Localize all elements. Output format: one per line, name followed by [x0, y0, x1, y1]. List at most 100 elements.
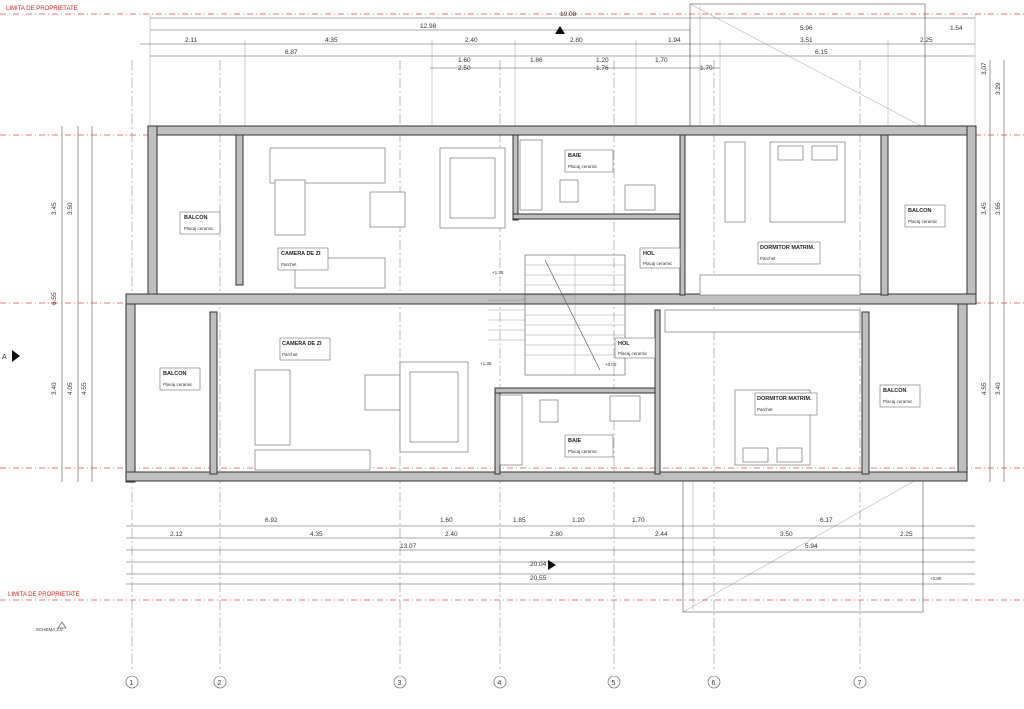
room-label-living-bottom: CAMERA DE ZI: [282, 341, 322, 347]
dim-top-5: 1.94: [668, 37, 681, 44]
property-limit-label-bottom: LIMITA DE PROPRIETATE: [8, 592, 80, 598]
furniture-living-bottom: [254, 361, 469, 471]
section-label: A: [2, 354, 7, 361]
dim-right-1: 3.07: [981, 62, 988, 75]
svg-text:Placaj ceramic: Placaj ceramic: [184, 226, 214, 231]
room-label-balcon-bottom-right: BALCON: [883, 388, 907, 394]
axis-label-4: 4: [498, 680, 502, 687]
dim-top-2: 4.35: [325, 37, 338, 44]
dim-top-total: 19.08: [560, 11, 577, 18]
dim-top-8: 1.54: [950, 25, 963, 32]
dim-left-6: 4.55: [81, 382, 88, 395]
dim-top2-2: 1.60: [458, 57, 471, 64]
svg-text:Placaj ceramic: Placaj ceramic: [883, 399, 913, 404]
stairs-level: +1.35: [492, 270, 504, 275]
svg-text:Placaj ceramic: Placaj ceramic: [568, 164, 598, 169]
dim-left-5: 4.05: [67, 382, 74, 395]
svg-text:Parchet: Parchet: [281, 262, 297, 267]
room-label-living-top: CAMERA DE ZI: [281, 251, 321, 257]
section-arrow-bottom-icon: [548, 560, 556, 570]
dim-top3-2: 1.76: [596, 65, 609, 72]
terrace-top: [689, 3, 926, 129]
svg-text:Placaj ceramic: Placaj ceramic: [643, 261, 673, 266]
section-arrow-icon: [12, 350, 20, 362]
furniture-bedroom-bottom: [664, 309, 861, 466]
legend-triangle-icon: [57, 621, 67, 629]
dim-top-7: 2.25: [920, 37, 933, 44]
room-tags: BALCON Placaj ceramic CAMERA DE ZI Parch…: [159, 149, 946, 458]
furniture-bathrooms: [499, 139, 656, 466]
interior-walls: [209, 134, 889, 475]
axis-label-7: 7: [858, 680, 862, 687]
dim-top3-1: 2.50: [458, 65, 471, 72]
level-mark-2: +0.00: [605, 362, 617, 367]
dim-left-4: 3.40: [51, 382, 58, 395]
dim-top-4: 2.80: [570, 37, 583, 44]
dim-top-1: 2.11: [185, 37, 198, 44]
dim-bot-4: 2.80: [550, 531, 563, 538]
dim-bot-total-3: 20.55: [530, 575, 547, 582]
level-mark-3: +2.80: [930, 576, 942, 581]
dim-bot2-6: 6.17: [820, 517, 833, 524]
dim-bot-6: 3.50: [780, 531, 793, 538]
axis-markers: 1 2 3 4 5 6 7: [125, 675, 867, 689]
dim-left-2: 3.50: [67, 202, 74, 215]
dim-top3-3: 1.70: [700, 65, 713, 72]
dim-top2-6: 5.96: [800, 25, 813, 32]
section-arrow-top-icon: [555, 26, 565, 34]
room-label-balcon-top-left: BALCON: [184, 215, 208, 221]
dim-top-3: 2.40: [465, 37, 478, 44]
room-label-bedroom-bottom: DORMITOR MATRIM.: [757, 396, 812, 402]
axis-label-3: 3: [398, 680, 402, 687]
svg-text:Parchet: Parchet: [760, 256, 776, 261]
grid-axes: [131, 60, 861, 672]
dim-bot-3: 2.40: [445, 531, 458, 538]
svg-text:Parchet: Parchet: [757, 407, 773, 412]
dim-bot-2: 4.35: [310, 531, 323, 538]
dim-top2-1: 6.87: [285, 49, 298, 56]
axis-label-1: 1: [130, 680, 134, 687]
dim-bot-total-2: 20.04: [530, 561, 547, 568]
bottom-dimension-chains: [126, 525, 975, 585]
dim-right-6: 3.40: [995, 382, 1002, 395]
exterior-walls: [125, 125, 977, 483]
furniture-bedroom-top: [699, 141, 861, 296]
legend-note: SCHEMA 2.0: [36, 627, 63, 632]
svg-text:Placaj ceramic: Placaj ceramic: [163, 382, 193, 387]
dim-bot2-1: 6.92: [265, 517, 278, 524]
dim-bot2-5: 1.70: [632, 517, 645, 524]
svg-text:Placaj ceramic: Placaj ceramic: [618, 351, 648, 356]
dim-bot2-2: 1.60: [440, 517, 453, 524]
dim-right-2: 3.29: [995, 82, 1002, 95]
room-label-hall-top: HOL: [643, 251, 655, 257]
dim-bot2-4: 1.20: [572, 517, 585, 524]
axis-label-2: 2: [218, 680, 222, 687]
right-dimension-chains: [989, 60, 1005, 482]
room-label-bath-bottom: BAIE: [568, 438, 581, 444]
dim-left-1: 3.45: [51, 202, 58, 215]
staircase: [488, 254, 626, 376]
svg-text:Placaj ceramic: Placaj ceramic: [908, 219, 938, 224]
dim-bot-total-1: 13.07: [400, 543, 417, 550]
dim-bot-5: 2.44: [655, 531, 668, 538]
room-label-bath-top: BAIE: [568, 153, 581, 159]
room-label-bedroom-top: DORMITOR MATRIM.: [760, 245, 815, 251]
left-dimension-chains: [61, 126, 93, 482]
dim-top2-3: 1.86: [530, 57, 543, 64]
level-mark-1: +1.35: [480, 361, 492, 366]
dim-right-3: 3.45: [981, 202, 988, 215]
dim-right-5: 4.55: [981, 382, 988, 395]
dim-top-second: 12.98: [420, 23, 437, 30]
axis-label-5: 5: [612, 680, 616, 687]
dim-top2-4: 1.20: [596, 57, 609, 64]
dim-top-6: 3.51: [800, 37, 813, 44]
dim-top2-5: 1.70: [655, 57, 668, 64]
terrace-bottom: [682, 475, 924, 613]
svg-text:Parchet: Parchet: [282, 352, 298, 357]
axis-label-6: 6: [712, 680, 716, 687]
dim-top2-7: 6.15: [815, 49, 828, 56]
dim-bot2-3: 1.85: [513, 517, 526, 524]
dim-bot-total-4: 5.94: [805, 543, 818, 550]
svg-text:Placaj ceramic: Placaj ceramic: [568, 449, 598, 454]
